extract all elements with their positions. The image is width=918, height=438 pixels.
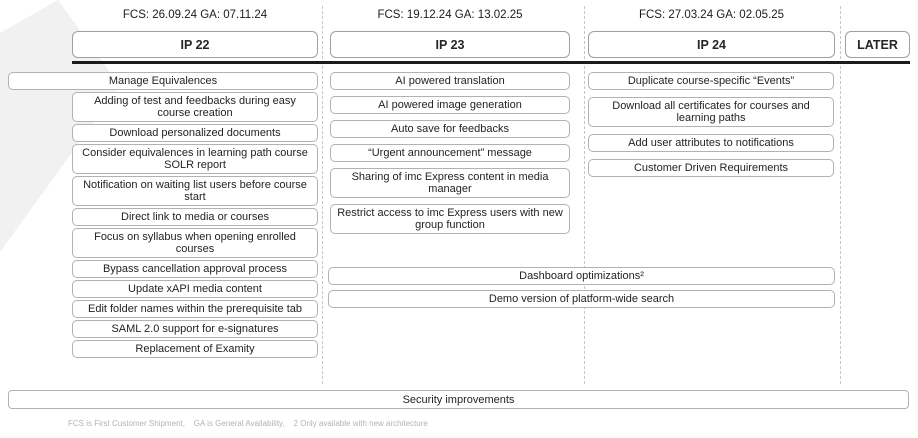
column-separator-2 — [584, 6, 585, 384]
ip23-feature-box: Restrict access to imc Express users wit… — [330, 204, 570, 234]
spanning-feature-box: Dashboard optimizations² — [328, 267, 835, 285]
footnote-legend: FCS is First Customer Shipment, GA is Ge… — [68, 419, 428, 428]
ip22-feature-box: Consider equivalences in learning path c… — [72, 144, 318, 174]
ip24-feature-box: Customer Driven Requirements — [588, 159, 834, 177]
ip22-feature-box: Notification on waiting list users befor… — [72, 176, 318, 206]
ip24-feature-box: Duplicate course-specific “Events” — [588, 72, 834, 90]
ip22-feature-box: Direct link to media or courses — [72, 208, 318, 226]
column-separator-1 — [322, 6, 323, 384]
security-improvements-box: Security improvements — [8, 390, 909, 409]
ip24-feature-box: Download all certificates for courses an… — [588, 97, 834, 127]
ip22-feature-box: SAML 2.0 support for e-signatures — [72, 320, 318, 338]
ip22-feature-box: Replacement of Examity — [72, 340, 318, 358]
ip22-title-box: IP 22 — [72, 31, 318, 58]
ip22-feature-box: Update xAPI media content — [72, 280, 318, 298]
ip22-feature-box: Edit folder names within the prerequisit… — [72, 300, 318, 318]
ip23-feature-box: Auto save for feedbacks — [330, 120, 570, 138]
ip22-feature-box: Focus on syllabus when opening enrolled … — [72, 228, 318, 258]
ip22-feature-box: Manage Equivalences — [8, 72, 318, 90]
later-title-box: LATER — [845, 31, 910, 58]
ip22-feature-box: Bypass cancellation approval process — [72, 260, 318, 278]
ip23-feature-box: Sharing of imc Express content in media … — [330, 168, 570, 198]
ip23-title-box: IP 23 — [330, 31, 570, 58]
ip23-feature-box: AI powered translation — [330, 72, 570, 90]
ip24-feature-list: Duplicate course-specific “Events” Downlo… — [588, 72, 834, 184]
ip24-feature-box: Add user attributes to notifications — [588, 134, 834, 152]
column-separator-3 — [840, 6, 841, 384]
header-divider-line — [72, 61, 910, 64]
ip24-release-dates: FCS: 27.03.24 GA: 02.05.25 — [638, 9, 785, 21]
spanning-feature-box: Demo version of platform-wide search — [328, 290, 835, 308]
ip22-release-dates: FCS: 26.09.24 GA: 07.11.24 — [122, 9, 268, 21]
ip23-feature-list: AI powered translation AI powered image g… — [330, 72, 570, 240]
spanning-feature-list: Dashboard optimizations² Demo version of … — [328, 267, 835, 313]
ip23-feature-box: “Urgent announcement” message — [330, 144, 570, 162]
ip23-release-dates: FCS: 19.12.24 GA: 13.02.25 — [377, 9, 523, 21]
ip22-feature-box: Download personalized documents — [72, 124, 318, 142]
ip22-feature-box: Adding of test and feedbacks during easy… — [72, 92, 318, 122]
ip23-feature-box: AI powered image generation — [330, 96, 570, 114]
ip24-title-box: IP 24 — [588, 31, 835, 58]
